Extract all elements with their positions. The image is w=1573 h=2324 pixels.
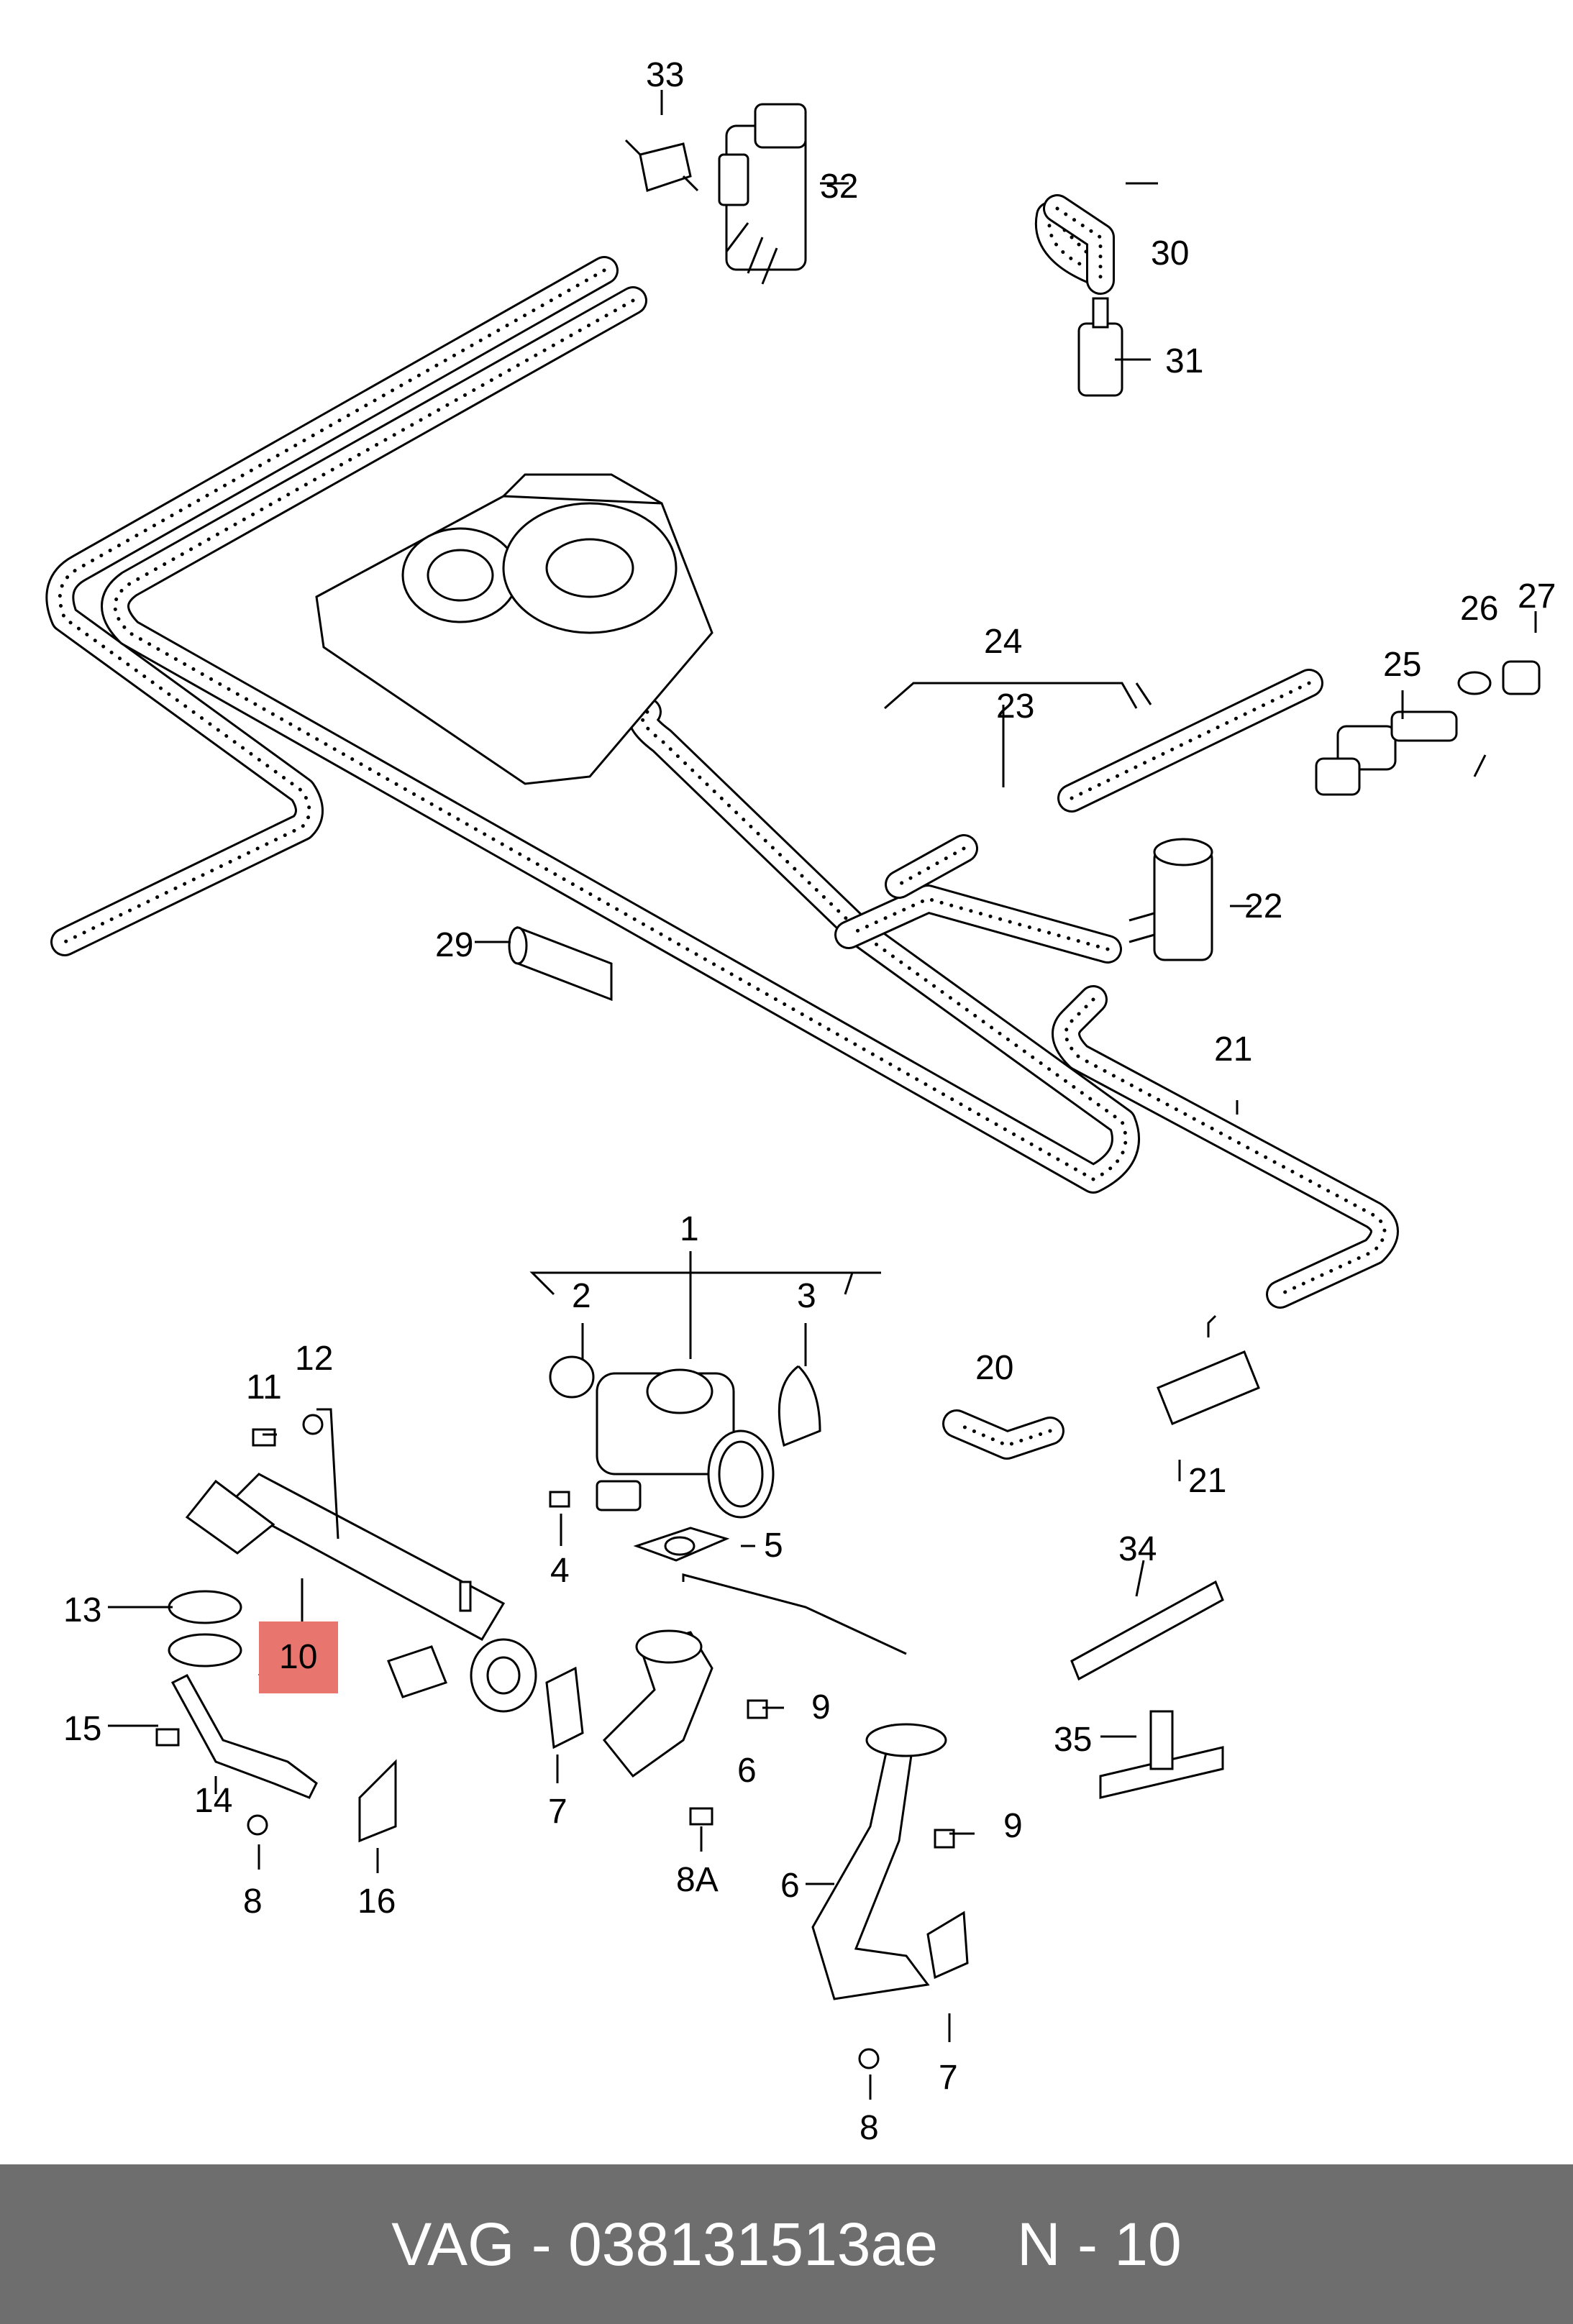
callout-31: 31 bbox=[1165, 342, 1203, 380]
hose-segment-3 bbox=[847, 897, 1110, 951]
o-ring bbox=[549, 1355, 595, 1399]
check-valve bbox=[1315, 710, 1458, 796]
callout-15: 15 bbox=[63, 1710, 101, 1748]
egr-valve bbox=[596, 1368, 775, 1519]
callout-12: 12 bbox=[295, 1340, 333, 1378]
part-number: VAG - 038131513ae bbox=[391, 2210, 938, 2278]
gasket-7 bbox=[545, 1666, 584, 1749]
callout-7b: 7 bbox=[939, 2059, 958, 2097]
diagram-reference: N - 10 bbox=[1016, 2210, 1182, 2278]
callout-2: 2 bbox=[572, 1277, 591, 1315]
callout-10: 10 bbox=[279, 1638, 317, 1676]
footer-bar: VAG - 038131513ae N - 10 bbox=[0, 2164, 1573, 2324]
clamp bbox=[1457, 671, 1492, 695]
spring-clip bbox=[778, 1365, 821, 1447]
callout-7a: 7 bbox=[548, 1793, 567, 1831]
callout-8A: 8A bbox=[676, 1861, 719, 1899]
callout-5: 5 bbox=[764, 1527, 783, 1565]
hose-segment-6 bbox=[897, 846, 966, 887]
connector-34 bbox=[1070, 1580, 1224, 1681]
vacuum-reservoir bbox=[1129, 838, 1213, 961]
callout-22: 21 bbox=[1214, 1030, 1252, 1069]
callout-6b: 6 bbox=[780, 1867, 800, 1905]
callout-21: 21 bbox=[1188, 1462, 1226, 1500]
callout-35: 35 bbox=[1054, 1721, 1092, 1759]
callout-9b: 9 bbox=[1003, 1807, 1023, 1845]
callout-labels: 33 32 30 31 26 27 24 25 23 29 22 21 1 2 … bbox=[63, 56, 1556, 2147]
callout-32: 32 bbox=[820, 168, 858, 206]
callout-11: 11 bbox=[246, 1368, 282, 1406]
egr-pipe-6b bbox=[811, 1723, 969, 2000]
callout-4: 4 bbox=[550, 1552, 570, 1590]
exploded-parts-diagram: 33 32 30 31 26 27 24 25 23 29 22 21 1 2 … bbox=[45, 56, 1556, 2147]
highlight-box bbox=[259, 1621, 338, 1693]
bolts bbox=[155, 1414, 955, 2069]
heat-shield-21 bbox=[1157, 1350, 1260, 1425]
vacuum-hoses bbox=[45, 201, 1399, 1460]
callout-3: 3 bbox=[797, 1277, 816, 1315]
callout-9a: 9 bbox=[811, 1688, 831, 1726]
callout-14: 14 bbox=[194, 1782, 232, 1820]
callout-34: 34 bbox=[1118, 1530, 1157, 1568]
heat-shield-29 bbox=[508, 925, 613, 1002]
egr-cooler bbox=[185, 1473, 537, 1713]
callout-25: 24 bbox=[984, 623, 1022, 661]
callout-6a: 6 bbox=[737, 1752, 757, 1790]
callout-28: 27 bbox=[1518, 577, 1556, 616]
gasket-16 bbox=[358, 1759, 397, 1843]
callout-8a: 8 bbox=[243, 1882, 263, 1921]
gasket-13 bbox=[168, 1590, 242, 1667]
callout-24: 23 bbox=[996, 687, 1034, 726]
callout-23: 22 bbox=[1244, 887, 1282, 925]
pressure-converter bbox=[718, 103, 807, 285]
hose-segment-4 bbox=[1064, 997, 1387, 1296]
leader-lines bbox=[108, 90, 1537, 2100]
pressure-sensor bbox=[624, 139, 699, 192]
cylinder-head-cover bbox=[315, 473, 713, 785]
cap bbox=[1502, 660, 1541, 695]
callout-33: 33 bbox=[646, 56, 684, 94]
filter bbox=[1077, 297, 1123, 397]
hose-segment-1 bbox=[113, 298, 1128, 1181]
callout-20: 20 bbox=[975, 1349, 1013, 1387]
hose-segment-5 bbox=[954, 1422, 1052, 1447]
callout-26: 25 bbox=[1383, 646, 1421, 684]
pipe-14 bbox=[170, 1674, 318, 1799]
callout-13: 13 bbox=[63, 1591, 101, 1629]
t-connector-35 bbox=[1099, 1710, 1224, 1799]
callout-1: 1 bbox=[680, 1210, 699, 1248]
callout-16: 16 bbox=[357, 1882, 396, 1921]
hose-segment-2 bbox=[1070, 681, 1311, 800]
egr-pipe-6a bbox=[602, 1629, 713, 1778]
callout-30: 30 bbox=[1151, 234, 1189, 273]
gasket-5 bbox=[633, 1527, 730, 1562]
callout-29: 29 bbox=[435, 926, 473, 964]
callout-8b: 8 bbox=[860, 2109, 879, 2147]
hose-segment-0 bbox=[58, 268, 606, 944]
hose-piece bbox=[1043, 194, 1115, 295]
callout-27: 26 bbox=[1460, 590, 1498, 628]
